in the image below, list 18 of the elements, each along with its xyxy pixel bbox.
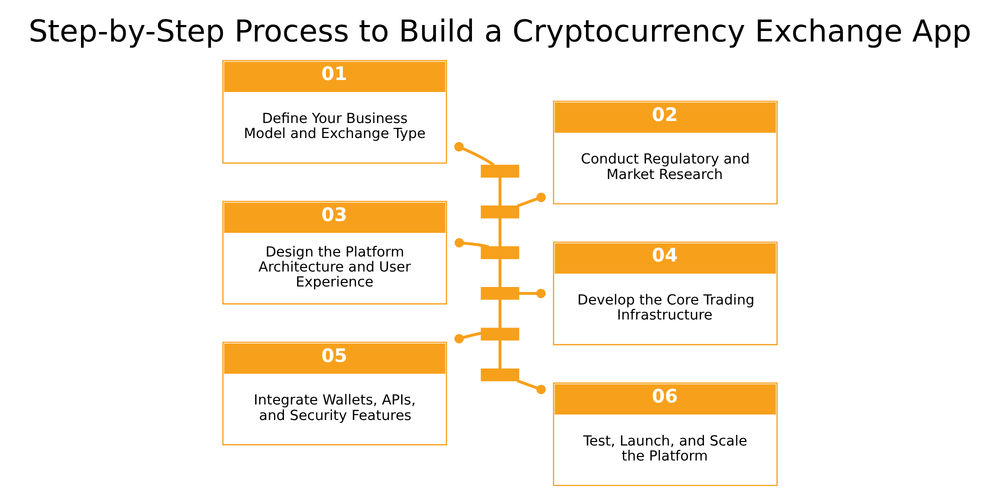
connector (454, 238, 489, 248)
node-bar (480, 328, 520, 341)
node-bar (480, 246, 520, 260)
connector (498, 299, 502, 328)
connector (454, 332, 482, 344)
connector (498, 340, 502, 369)
node-bar (480, 164, 520, 178)
connector (498, 177, 502, 206)
connector (516, 379, 546, 394)
node-bar (480, 206, 520, 218)
connector (498, 218, 502, 247)
node-bar (480, 368, 520, 382)
diagram-title: Step-by-Step Process to Build a Cryptocurrency Exchange App (28, 14, 972, 50)
node-bar (480, 287, 520, 300)
connector (518, 288, 546, 298)
connector (454, 142, 495, 166)
connector (498, 258, 502, 288)
connector (516, 192, 546, 208)
